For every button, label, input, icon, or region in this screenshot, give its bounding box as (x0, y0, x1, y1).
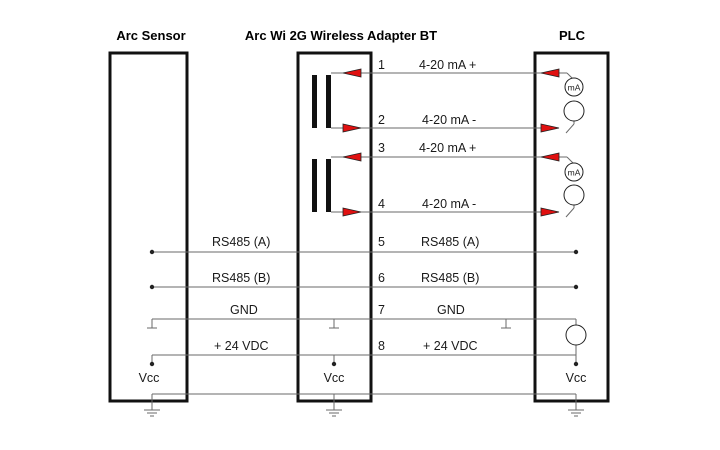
transformer-1-icon (312, 72, 371, 129)
sensor-24vdc-label: + 24 VDC (214, 339, 269, 353)
adapter-box (296, 51, 373, 403)
adapter-vcc-label: Vcc (324, 371, 345, 385)
earth-ground-wiring (144, 393, 584, 417)
sensor-gnd-label: GND (230, 303, 258, 317)
ammeter-2-icon: mA (563, 156, 585, 218)
header-wireless-adapter: Arc Wi 2G Wireless Adapter BT (245, 28, 437, 43)
terminal-3-label: 4-20 mA + (419, 141, 476, 155)
terminal-6-number: 6 (378, 271, 385, 285)
terminal-5-number: 5 (378, 235, 385, 249)
terminal-7-label: GND (437, 303, 465, 317)
terminal-5-label: RS485 (A) (421, 235, 479, 249)
terminal-7-number: 7 (378, 303, 385, 317)
terminal-4-label: 4-20 mA - (422, 197, 476, 211)
terminal-3-number: 3 (378, 141, 385, 155)
terminal-2-label: 4-20 mA - (422, 113, 476, 127)
wire-24vdc (149, 354, 579, 367)
arrow-4-icon (342, 207, 362, 217)
sensor-rs485-b-label: RS485 (B) (212, 271, 270, 285)
arrow-2-icon (342, 123, 362, 133)
meter-2-label: mA (568, 168, 581, 178)
plc-vcc-label: Vcc (566, 371, 587, 385)
arrow-plc-2-icon (540, 123, 560, 133)
terminal-4-number: 4 (378, 197, 385, 211)
sensor-vcc-label: Vcc (139, 371, 160, 385)
arrow-plc-4-icon (540, 207, 560, 217)
terminal-1-label: 4-20 mA + (419, 58, 476, 72)
arrow-1-icon (342, 68, 362, 78)
meter-1-label: mA (568, 83, 581, 93)
terminal-6-label: RS485 (B) (421, 271, 479, 285)
transformer-2-icon (312, 156, 371, 213)
terminal-8-label: + 24 VDC (423, 339, 478, 353)
terminal-2-number: 2 (378, 113, 385, 127)
sensor-rs485-a-label: RS485 (A) (212, 235, 270, 249)
wire-gnd (147, 318, 587, 355)
plc-box (533, 51, 610, 403)
terminal-1-number: 1 (378, 58, 385, 72)
header-arc-sensor: Arc Sensor (116, 28, 185, 43)
header-plc: PLC (559, 28, 586, 43)
arrow-plc-1-icon (540, 68, 560, 78)
arrow-3-icon (342, 152, 362, 162)
arrow-plc-3-icon (540, 152, 560, 162)
terminal-8-number: 8 (378, 339, 385, 353)
ammeter-1-icon: mA (563, 72, 585, 134)
arc-sensor-box (108, 51, 189, 403)
